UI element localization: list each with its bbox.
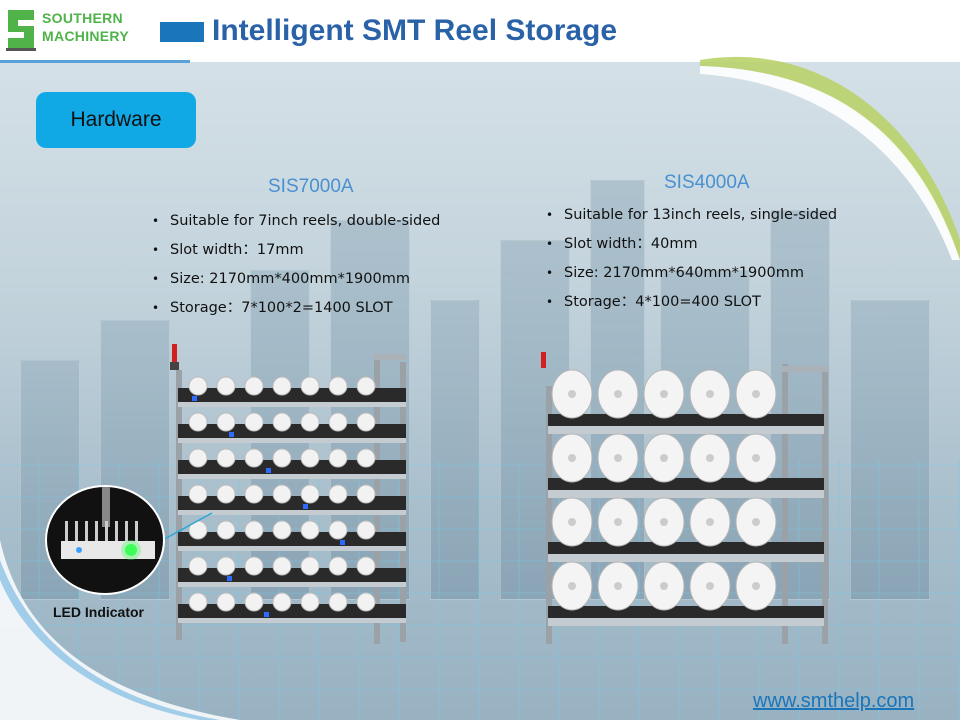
led-indicator-label: LED Indicator <box>53 604 145 620</box>
right-spec-item: Slot width：40mm <box>546 230 837 259</box>
header-underline <box>0 60 190 63</box>
left-spec-item: Suitable for 7inch reels, double-sided <box>152 207 440 236</box>
hardware-section-button[interactable]: Hardware <box>36 92 196 148</box>
right-spec-item: Size: 2170mm*640mm*1900mm <box>546 259 837 288</box>
right-model-name: SIS4000A <box>664 172 750 193</box>
left-model-specs: Suitable for 7inch reels, double-sided S… <box>152 207 440 323</box>
website-link[interactable]: www.smthelp.com <box>753 690 915 712</box>
logo-line1: SOUTHERN <box>42 10 123 26</box>
left-spec-item: Storage：7*100*2=1400 SLOT <box>152 294 440 323</box>
header: SOUTHERN MACHINERY Intelligent SMT Reel … <box>0 0 960 63</box>
left-spec-item: Slot width：17mm <box>152 236 440 265</box>
corner-swoosh-decoration <box>700 56 960 260</box>
right-spec-item: Suitable for 13inch reels, single-sided <box>546 201 837 230</box>
title-accent-block <box>160 22 204 42</box>
bottom-swoosh-decoration <box>0 540 240 720</box>
logo-line2: MACHINERY <box>42 28 129 44</box>
led-indicator-zoom <box>45 485 165 595</box>
company-logo: SOUTHERN MACHINERY <box>0 4 135 54</box>
logo-mark-icon <box>2 6 40 52</box>
sis7000a-rack-image <box>170 344 406 644</box>
right-model-specs: Suitable for 13inch reels, single-sided … <box>546 201 837 317</box>
left-model-name: SIS7000A <box>268 176 354 197</box>
page-title: Intelligent SMT Reel Storage <box>212 14 618 47</box>
sis4000a-rack-image <box>541 352 828 644</box>
right-spec-item: Storage：4*100=400 SLOT <box>546 288 837 317</box>
left-spec-item: Size: 2170mm*400mm*1900mm <box>152 265 440 294</box>
